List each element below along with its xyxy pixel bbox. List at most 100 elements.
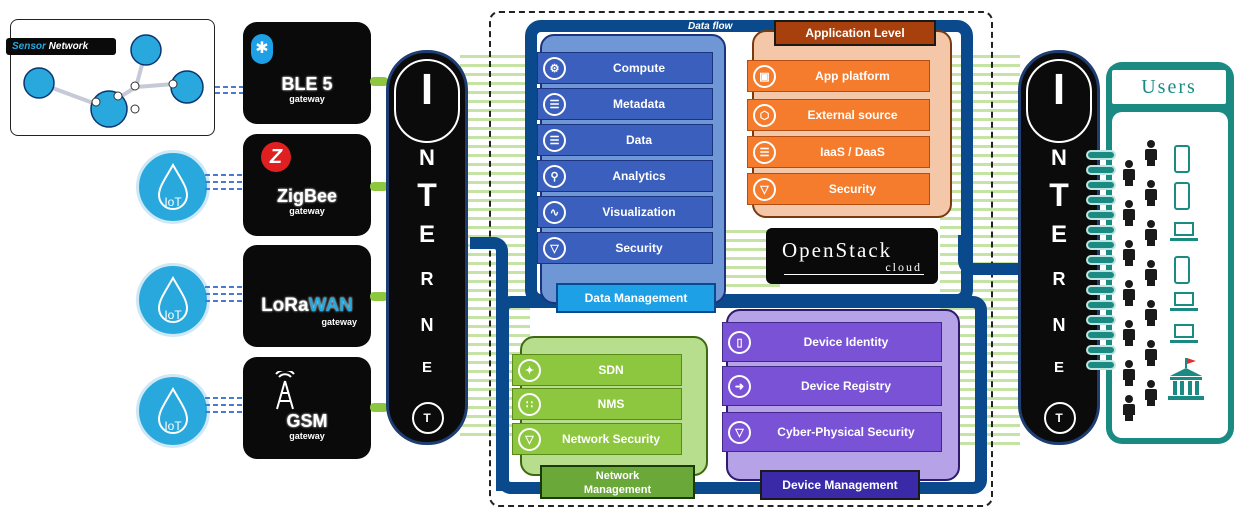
user-connector — [1086, 270, 1116, 280]
item-label: Device Identity — [803, 335, 889, 349]
iot-device-1: IoT — [136, 150, 210, 224]
users-title: Users — [1141, 76, 1197, 98]
device-item-identity: ▯ Device Identity — [722, 322, 942, 362]
internet-bar-left: I N T E R N E T — [386, 50, 468, 445]
item-label: Compute — [613, 61, 665, 75]
internet-letter: N — [1052, 315, 1066, 335]
gateway-zigbee: Z ZigBee gateway — [243, 134, 371, 236]
internet-letter: N — [420, 315, 434, 335]
gateway-name: BLE 5 — [281, 74, 333, 94]
gateway-lorawan: LoRaWAN gateway — [243, 245, 371, 347]
user-person-icon — [1122, 240, 1136, 266]
data-item-data: ☰ Data — [537, 124, 713, 156]
openstack-sub: cloud — [885, 260, 922, 274]
device-item-cyber-physical: ▽Cyber-Physical Security — [722, 412, 942, 452]
iot-link — [205, 174, 243, 176]
app-item-iaas: ☰IaaS / DaaS — [747, 136, 930, 168]
user-person-icon — [1144, 380, 1158, 406]
laptop-icon — [1174, 222, 1194, 236]
magnifier-icon: ⚲ — [543, 165, 566, 188]
sensor-link — [215, 92, 245, 94]
zigbee-icon: Z — [261, 142, 291, 172]
sensor-word: Sensor — [12, 41, 46, 52]
internet-letter: R — [420, 269, 434, 289]
network-word: Network — [45, 41, 89, 52]
item-label: Data — [625, 133, 652, 147]
user-connector — [1086, 195, 1116, 205]
net-item-security: ▽Network Security — [512, 423, 682, 455]
user-person-icon — [1144, 220, 1158, 246]
item-label: Metadata — [612, 97, 665, 111]
iot-link — [205, 397, 243, 399]
title-line: Network — [595, 470, 640, 482]
user-connector — [1086, 360, 1116, 370]
iot-link — [205, 300, 243, 302]
item-label: SDN — [598, 363, 624, 377]
gateway-sub: gateway — [289, 94, 325, 104]
shield-icon: ▽ — [753, 178, 776, 201]
app-item-platform: ▣App platform — [747, 60, 930, 92]
user-connector — [1086, 255, 1116, 265]
user-connector — [1086, 300, 1116, 310]
database-icon: ☰ — [543, 129, 566, 152]
user-connector — [1086, 165, 1116, 175]
item-label: App platform — [815, 69, 890, 83]
iot-label: IoT — [164, 195, 182, 209]
data-item-security: ▽Security — [537, 232, 713, 264]
phone-icon — [1174, 182, 1190, 210]
item-label: Security — [615, 241, 663, 255]
internet-letter: R — [1052, 269, 1066, 289]
user-person-icon — [1122, 395, 1136, 421]
user-person-icon — [1144, 140, 1158, 166]
nms-icon: ∷ — [518, 393, 541, 416]
internet-letter: E — [1050, 221, 1067, 248]
net-item-sdn: ✦SDN — [512, 354, 682, 386]
government-building-icon — [1168, 358, 1204, 400]
gateway-connector — [370, 182, 388, 191]
item-label: Analytics — [612, 169, 666, 183]
user-person-icon — [1122, 200, 1136, 226]
bluetooth-icon: ✱ — [251, 34, 273, 64]
internet-letter: T — [417, 177, 437, 213]
sensor-link — [215, 86, 245, 88]
antenna-tower-icon — [275, 371, 295, 410]
user-connector — [1086, 225, 1116, 235]
iot-label: IoT — [164, 419, 182, 433]
data-item-analytics: ⚲ Analytics — [537, 160, 713, 192]
net-item-nms: ∷NMS — [512, 388, 682, 420]
internet-letter: T — [1055, 411, 1063, 425]
database-icon: ☰ — [543, 93, 566, 116]
tablet-icon: ▯ — [728, 331, 751, 354]
iot-device-2: IoT — [136, 263, 210, 337]
data-item-metadata: ☰ Metadata — [537, 88, 713, 120]
app-item-security: ▽Security — [747, 173, 930, 205]
gateway-sub: gateway — [289, 206, 325, 216]
user-connector — [1086, 345, 1116, 355]
internet-letter: T — [423, 411, 431, 425]
user-connector — [1086, 210, 1116, 220]
login-icon: ➜ — [728, 375, 751, 398]
gateway-connector — [370, 292, 388, 301]
iot-link — [205, 404, 243, 406]
device-item-registry: ➜Device Registry — [722, 366, 942, 406]
user-person-icon — [1122, 160, 1136, 186]
gateway-name: ZigBee — [276, 186, 337, 206]
data-item-compute: ⚙Compute — [537, 52, 713, 84]
laptop-icon — [1174, 324, 1194, 338]
server-icon: ☰ — [753, 141, 776, 164]
application-level-title: Application Level — [774, 20, 936, 46]
wan-word: WAN — [308, 295, 353, 316]
openstack-logo: OpenStack cloud — [766, 228, 938, 284]
gateway-connector — [370, 77, 388, 86]
app-item-external-source: ⬡ External source — [747, 99, 930, 131]
iot-link — [205, 411, 243, 413]
iot-link — [205, 181, 243, 183]
item-label: External source — [807, 108, 898, 122]
internet-letter: I — [420, 65, 434, 114]
internet-end — [412, 402, 444, 434]
openstack-name: OpenStack — [782, 238, 893, 262]
network-icon: ⬡ — [753, 104, 776, 127]
item-label: Visualization — [602, 205, 676, 219]
internet-letter: E — [1053, 359, 1064, 376]
sensor-network-label: Sensor Network — [6, 38, 116, 55]
